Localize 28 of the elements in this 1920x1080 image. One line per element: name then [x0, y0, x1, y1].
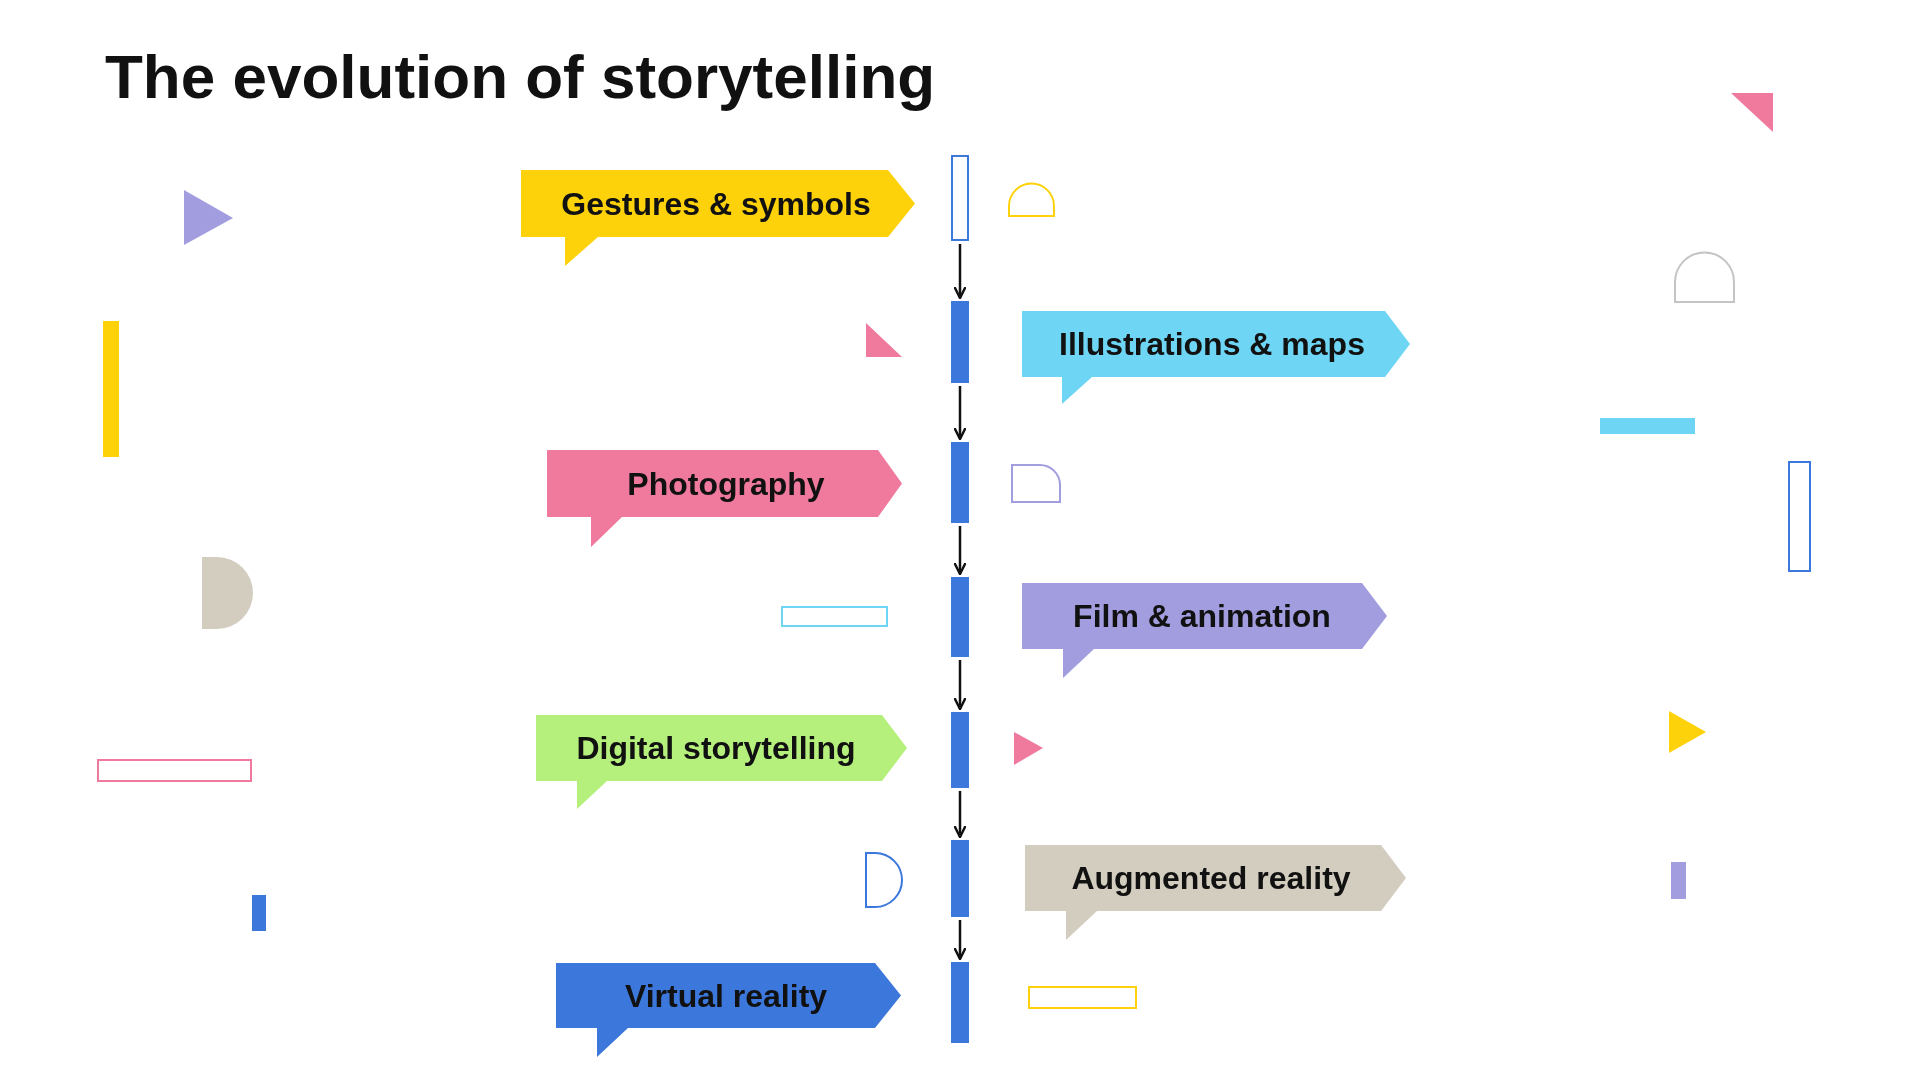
title: The evolution of storytelling [105, 41, 936, 113]
stage-label: Gestures & symbols [561, 184, 871, 223]
arrow [953, 526, 967, 576]
stage-label: Virtual reality [624, 976, 828, 1015]
callout-banner [1022, 311, 1410, 404]
timeline-bar [951, 840, 969, 917]
arrow [953, 920, 967, 961]
arrow [953, 791, 967, 839]
timeline-bar [951, 155, 969, 241]
callout-banner [556, 963, 901, 1057]
timeline-bar [951, 712, 969, 788]
callout-banner [521, 170, 915, 266]
callout-banner [536, 715, 907, 809]
stage-label: Digital storytelling [576, 729, 856, 767]
arrow [953, 660, 967, 711]
stage-label: Film & animation [1073, 597, 1331, 635]
stage-label: Illustrations & maps [1059, 325, 1365, 363]
callout-banner [1025, 845, 1406, 940]
timeline-bar [951, 962, 969, 1043]
callout-banner [547, 450, 902, 547]
arrow [953, 386, 967, 441]
timeline-bar [951, 577, 969, 657]
timeline-bar [951, 301, 969, 383]
timeline-bar [951, 442, 969, 523]
arrow [953, 244, 967, 300]
stage-label: Photography [627, 464, 825, 503]
callout-banner [1022, 583, 1387, 678]
stage-label: Augmented reality [1071, 859, 1351, 897]
